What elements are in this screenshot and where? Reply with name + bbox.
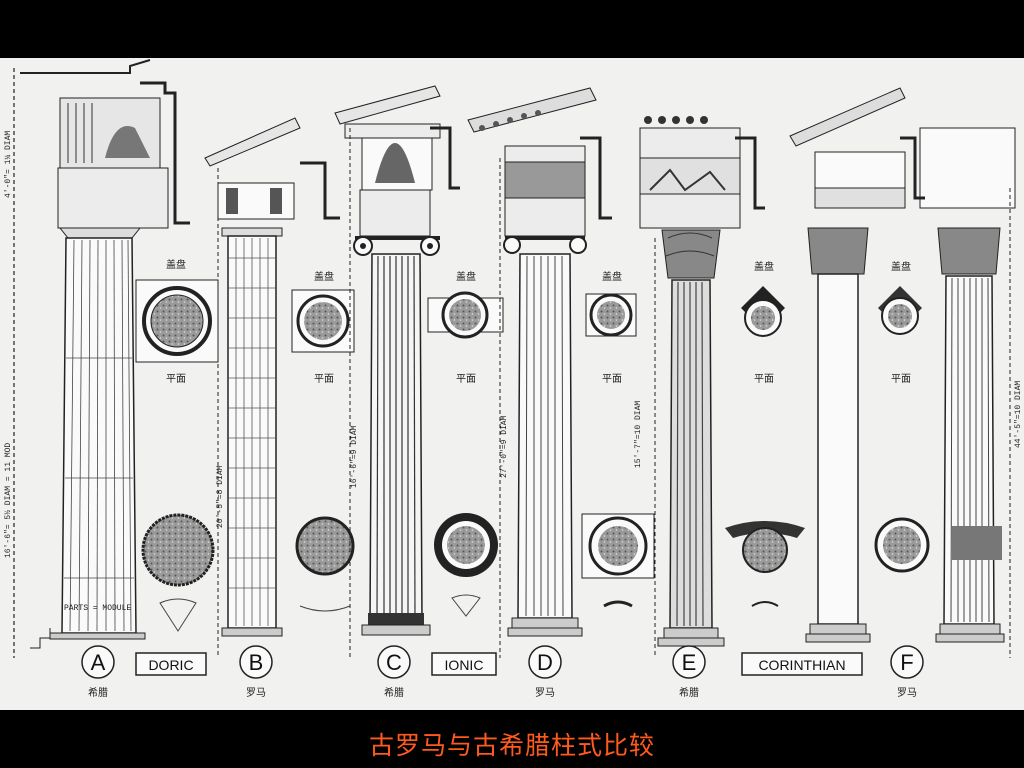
shaft-section-f — [952, 526, 1002, 560]
frieze-d — [504, 161, 586, 199]
metope-sculpture — [105, 126, 150, 158]
label-d: D 罗马 — [528, 645, 562, 699]
order-name-boxes: DORIC IONIC CORINTHIAN — [135, 652, 863, 676]
label-a: A 希腊 — [81, 645, 115, 699]
slide-caption: 古罗马与古希腊柱式比较 — [368, 731, 655, 760]
cornice-profile-c — [430, 126, 460, 190]
plan-label-bottom: 平面 — [166, 374, 186, 385]
column-e-dimension: 15'-7"=10 DIAM — [634, 401, 643, 468]
plan-f-upper: 盖盘 平面 — [878, 260, 922, 385]
plan-c-lower — [434, 513, 498, 617]
svg-text:CORINTHIAN: CORINTHIAN — [758, 657, 845, 673]
cornice-profile-b — [300, 161, 340, 220]
label-b: B 罗马 — [239, 645, 273, 699]
plan-e-lower — [725, 521, 805, 607]
svg-text:盖盘: 盖盘 — [754, 260, 774, 273]
corinthian-capital-e — [661, 229, 721, 279]
column-b-roman-doric: 20'-5"=8 DIAM 盖盘 平面 — [204, 117, 355, 658]
shaft-f1 — [817, 273, 859, 625]
svg-text:平面: 平面 — [754, 374, 774, 385]
orders-drawing: 4'-0"= 1¼ DIAM 16'-6"= 5½ DIAM = 11 MOD … — [4, 59, 1023, 699]
svg-text:IONIC: IONIC — [445, 657, 484, 673]
svg-text:平面: 平面 — [602, 374, 622, 385]
svg-text:D: D — [537, 650, 553, 675]
ionic-box: IONIC — [431, 652, 497, 676]
svg-text:B: B — [249, 650, 264, 675]
column-f-roman-corinthian: 44'-5"=10 DIAM 盖盘 平面 — [789, 87, 1023, 658]
corinthian-capital-f2 — [937, 227, 1001, 275]
corinthian-box: CORINTHIAN — [741, 652, 863, 676]
label-e: E 希腊 — [672, 645, 706, 699]
cornice-profile-a — [140, 81, 190, 225]
svg-text:希腊: 希腊 — [384, 686, 404, 699]
label-c: C 希腊 — [377, 645, 411, 699]
svg-text:罗马: 罗马 — [535, 687, 555, 699]
cornice-profile-d — [580, 136, 612, 220]
svg-text:盖盘: 盖盘 — [456, 270, 476, 283]
column-d-dimension: 27'-0"=9 DIAM — [500, 415, 509, 478]
column-a-dimension: 16'-6"= 5½ DIAM = 11 MOD — [4, 443, 13, 558]
svg-text:罗马: 罗马 — [246, 687, 266, 699]
frieze-e — [649, 168, 726, 192]
base-note: PARTS = MODULE — [64, 604, 131, 613]
column-c-dimension: 16'-6"=9 DIAM — [350, 425, 359, 488]
ionic-volutes-d — [503, 236, 587, 254]
column-c-greek-ionic: 16'-6"=9 DIAM 盖盘 平面 — [334, 85, 504, 658]
svg-text:平面: 平面 — [456, 374, 476, 385]
svg-text:盖盘: 盖盘 — [891, 260, 911, 273]
plan-f-lower — [874, 517, 930, 573]
plan-d-upper: 盖盘 平面 — [585, 270, 637, 385]
ionic-frieze-figure — [375, 143, 415, 183]
plan-b-lower — [295, 516, 355, 612]
column-f-dimension: 44'-5"=10 DIAM — [1014, 381, 1023, 448]
entablature-dimension: 4'-0"= 1¼ DIAM — [4, 131, 13, 198]
svg-text:平面: 平面 — [891, 374, 911, 385]
label-f: F 罗马 — [890, 645, 924, 699]
svg-text:DORIC: DORIC — [148, 657, 193, 673]
plan-a-upper: 盖盘 平面 — [135, 258, 219, 385]
svg-text:罗马: 罗马 — [897, 687, 917, 699]
cornice-profile-e — [735, 136, 765, 210]
column-d-roman-ionic: 27'-0"=9 DIAM 盖盘 平面 — [467, 87, 655, 658]
doric-box: DORIC — [135, 652, 207, 676]
plan-label-top: 盖盘 — [166, 258, 186, 271]
svg-text:希腊: 希腊 — [679, 686, 699, 699]
column-orders-plate: 4'-0"= 1¼ DIAM 16'-6"= 5½ DIAM = 11 MOD … — [0, 58, 1024, 710]
left-dimension-line: 4'-0"= 1¼ DIAM 16'-6"= 5½ DIAM = 11 MOD — [4, 68, 15, 658]
plan-b-upper: 盖盘 平面 — [291, 270, 355, 385]
plan-e-upper: 盖盘 平面 — [741, 260, 785, 385]
shaft-e — [669, 279, 713, 629]
svg-text:盖盘: 盖盘 — [314, 270, 334, 283]
svg-text:盖盘: 盖盘 — [602, 270, 622, 283]
plan-c-upper: 盖盘 平面 — [427, 270, 504, 385]
plan-d-lower — [581, 513, 655, 608]
cornice-profile-f — [900, 136, 925, 200]
plan-a-lower — [141, 513, 215, 632]
svg-text:E: E — [682, 650, 697, 675]
svg-text:F: F — [900, 650, 913, 675]
letter-labels: A 希腊 B 罗马 C 希腊 D 罗马 E 希腊 F 罗马 — [81, 645, 924, 699]
column-e-greek-corinthian: 15'-7"=10 DIAM 盖盘 平面 — [634, 116, 805, 658]
corinthian-capital-f1 — [807, 227, 869, 275]
svg-text:希腊: 希腊 — [88, 686, 108, 699]
column-b-dimension: 20'-5"=8 DIAM — [216, 465, 225, 528]
ionic-volutes-c — [353, 236, 440, 256]
svg-text:A: A — [91, 650, 106, 675]
column-a-greek-doric: PARTS = MODULE 盖盘 平面 — [20, 59, 219, 649]
svg-text:C: C — [386, 650, 402, 675]
svg-text:平面: 平面 — [314, 374, 334, 385]
